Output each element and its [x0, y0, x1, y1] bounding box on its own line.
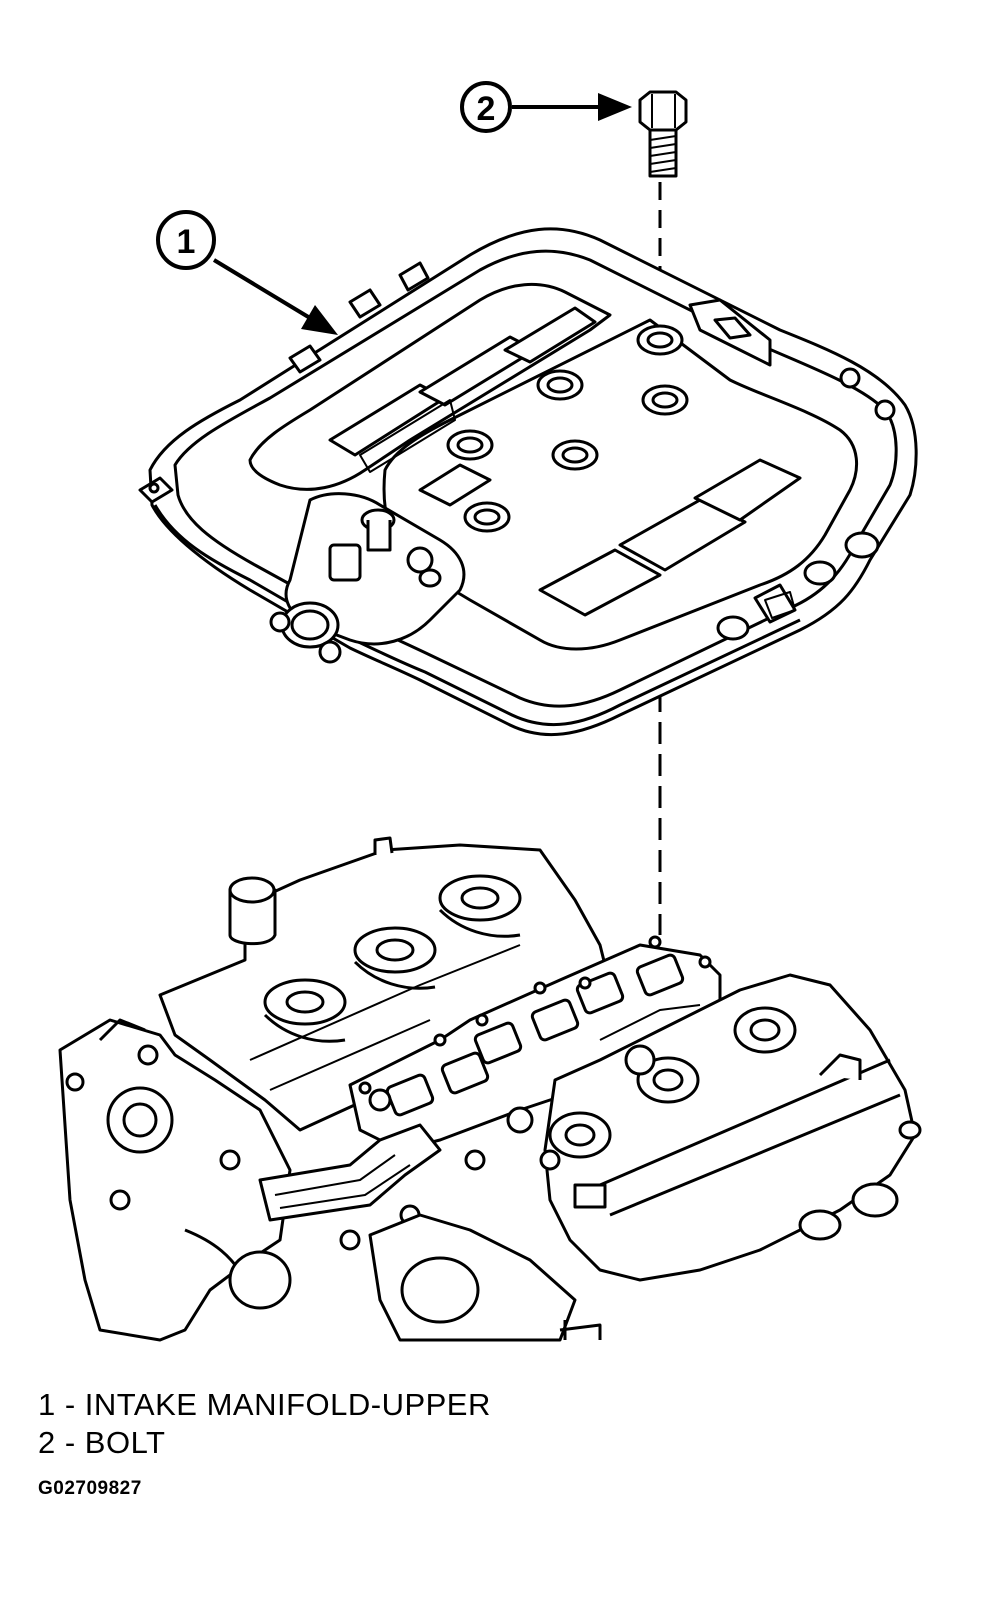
callout-2: 2 — [460, 81, 632, 133]
callout-1: 1 — [156, 210, 338, 335]
legend-item-2: 2 - BOLT — [38, 1425, 166, 1460]
figure-id: G02709827 — [38, 1478, 142, 1499]
manifold-lower-skirt — [153, 504, 801, 727]
bolt — [638, 90, 688, 178]
callout-2-arrowhead — [598, 93, 632, 121]
callout-1-number: 1 — [177, 223, 196, 261]
exploded-view-diagram: 2 1 — [58, 81, 922, 1342]
intake-manifold-upper — [138, 227, 918, 737]
bolt-hex-head — [638, 90, 688, 132]
callout-2-number: 2 — [477, 90, 496, 128]
coolant-hose — [258, 1123, 442, 1222]
legend-item-1: 1 - INTAKE MANIFOLD-UPPER — [38, 1387, 491, 1422]
callout-1-circle — [156, 210, 216, 270]
oil-filler-neck — [228, 888, 277, 946]
callout-2-circle — [460, 81, 512, 133]
parts-legend: 1 - INTAKE MANIFOLD-UPPER 2 - BOLT — [38, 1386, 938, 1462]
engine-lower-assembly — [58, 836, 922, 1342]
callout-1-leader — [212, 258, 312, 320]
callout-1-arrowhead — [301, 305, 338, 335]
